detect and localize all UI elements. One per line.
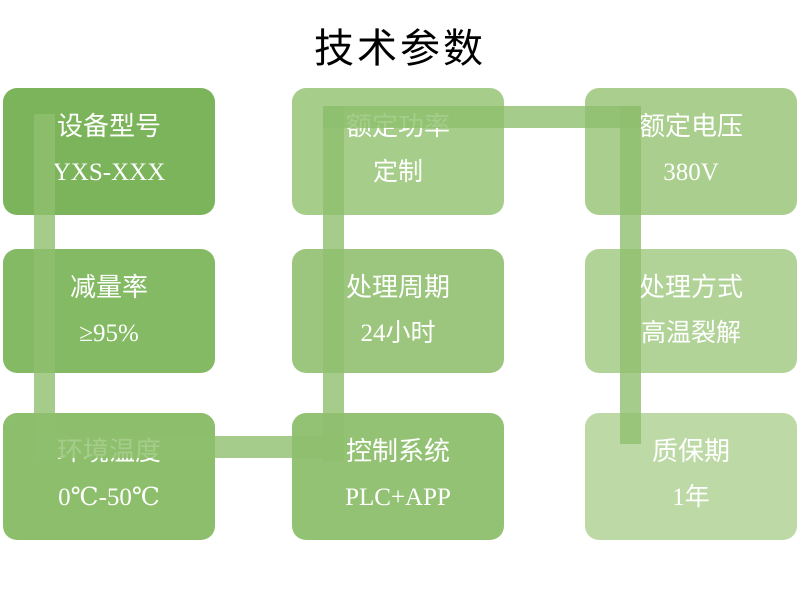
param-label: 处理周期 (345, 273, 450, 302)
param-label: 额定电压 (638, 112, 743, 141)
param-value: ≥95% (79, 320, 139, 347)
page-title: 技术参数 (314, 27, 486, 71)
param-value: 1年 (672, 484, 710, 511)
connector-left-vertical (34, 114, 55, 462)
param-value: 定制 (372, 159, 423, 186)
param-value: YXS-XXX (52, 159, 166, 186)
param-value: 0℃-50℃ (58, 484, 160, 511)
param-box-warranty: 质保期 1年 (585, 413, 797, 540)
param-label: 质保期 (651, 437, 730, 466)
param-value: 高温裂解 (640, 320, 741, 347)
connector-middle-vertical (323, 106, 344, 462)
param-label: 减量率 (69, 273, 148, 302)
param-label: 处理方式 (638, 273, 743, 302)
param-value: 380V (663, 159, 719, 186)
connector-top-horizontal (323, 106, 641, 128)
param-value: PLC+APP (345, 484, 451, 511)
param-label: 控制系统 (345, 437, 450, 466)
param-box-processing-method: 处理方式 高温裂解 (585, 249, 797, 373)
param-value: 24小时 (360, 320, 436, 347)
connector-bottom-horizontal (34, 436, 344, 458)
param-label: 设备型号 (56, 112, 161, 141)
connector-right-vertical (620, 106, 641, 444)
